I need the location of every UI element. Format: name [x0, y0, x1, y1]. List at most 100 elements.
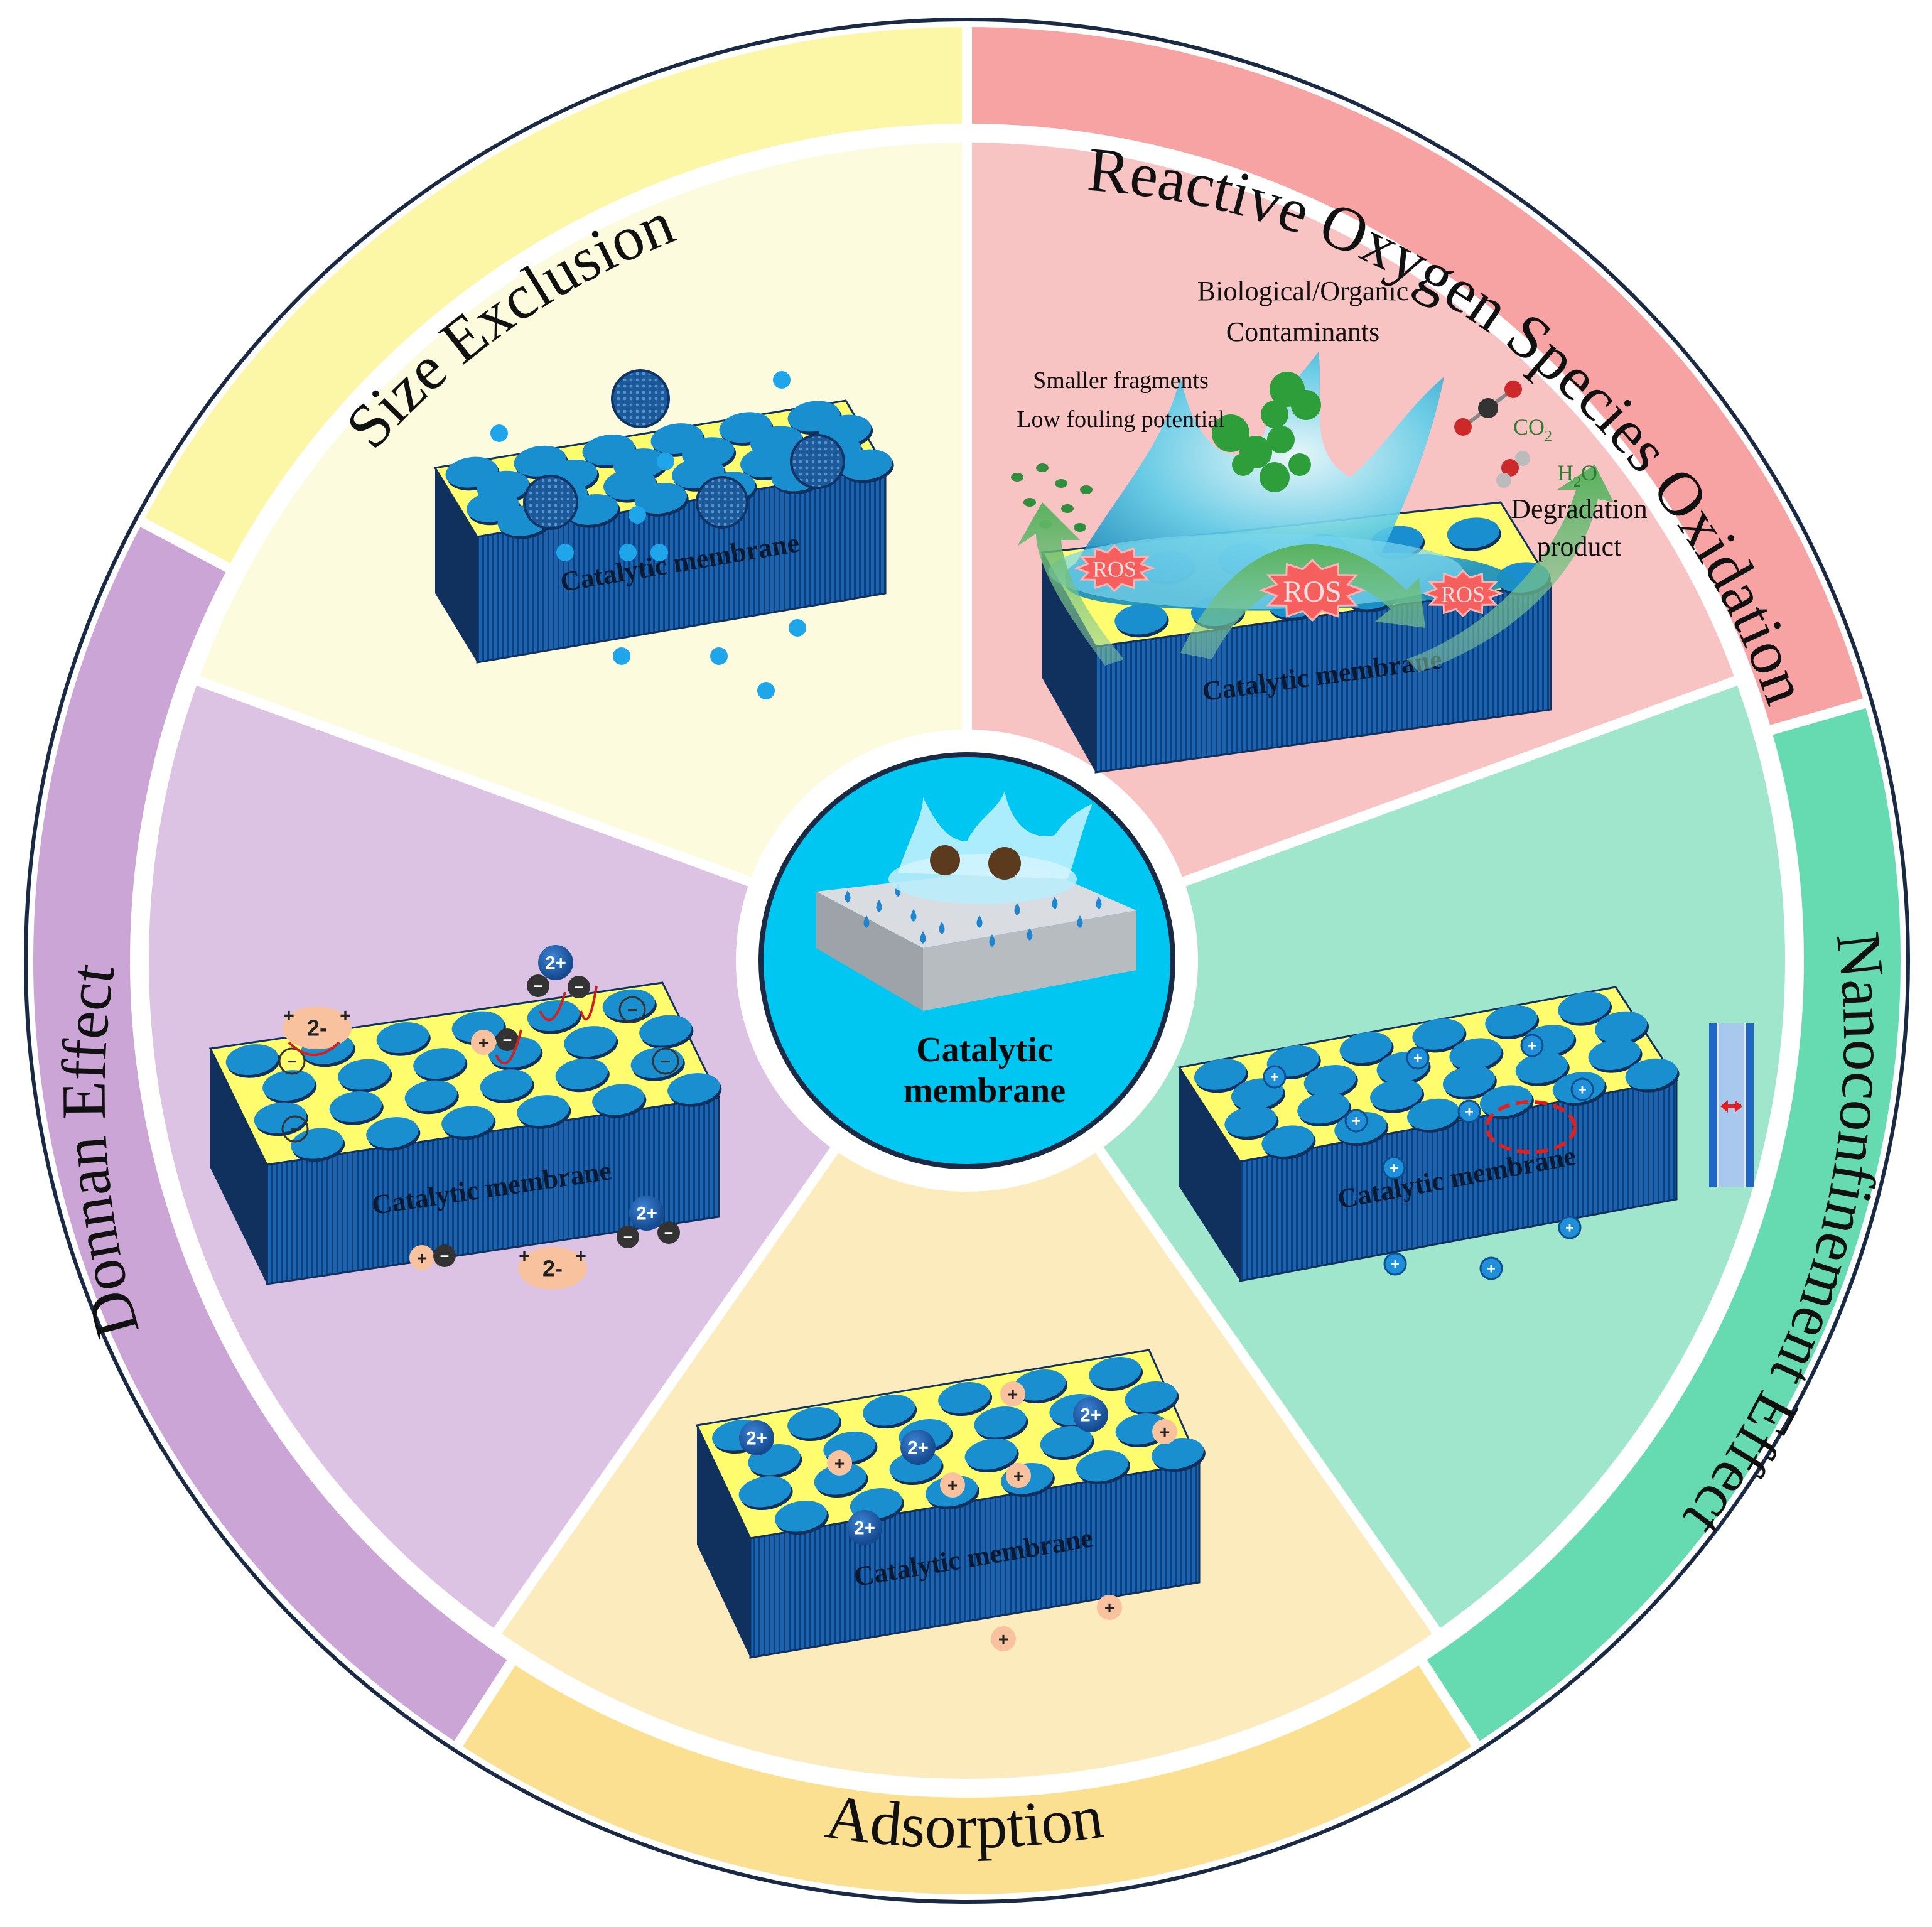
- pore: [262, 1070, 315, 1101]
- ion-label: +: [1013, 1466, 1023, 1486]
- ion-label: 2+: [854, 1518, 875, 1538]
- pore: [480, 1069, 533, 1101]
- water-drop: [1027, 928, 1033, 941]
- divalent-cation: [739, 1420, 774, 1455]
- membrane-adsorption: Catalytic membrane: [695, 1349, 1206, 1659]
- pore: [1588, 1039, 1641, 1071]
- cation-blue: [1406, 1046, 1430, 1070]
- pore: [964, 1439, 1017, 1470]
- nanochannel-icon: [1709, 1023, 1754, 1187]
- anion: [617, 1226, 639, 1248]
- pore: [1449, 1038, 1502, 1069]
- ion-label: +: [1352, 1113, 1361, 1130]
- arrow-right: [1406, 465, 1614, 672]
- cation-blue: [1570, 1077, 1594, 1101]
- ion-label: 2+: [746, 1428, 767, 1449]
- ion-label: 2+: [907, 1437, 929, 1458]
- ion-label: +: [1160, 1422, 1170, 1442]
- svg-text:ROS: ROS: [1283, 575, 1341, 608]
- exchange-arrow: [539, 991, 566, 1022]
- ion-label: +: [834, 1454, 845, 1473]
- cation: [471, 1030, 496, 1055]
- ion-label: +: [1465, 1103, 1474, 1120]
- pore: [630, 1047, 684, 1079]
- pore: [974, 1406, 1027, 1438]
- small-particle: [650, 544, 668, 561]
- ion-label: +: [519, 1246, 530, 1267]
- membrane-nanoconfinement: Catalytic membrane: [1177, 986, 1680, 1282]
- pore: [1339, 1032, 1392, 1064]
- divalent-cation: [629, 1196, 664, 1231]
- fragments-line2: Low fouling potential: [1017, 406, 1224, 433]
- pore: [1442, 1066, 1496, 1097]
- pore: [1625, 1058, 1678, 1090]
- small-particle: [556, 544, 574, 561]
- ion-label: −: [290, 1120, 300, 1139]
- cation-blue: [1558, 1216, 1582, 1239]
- ion-label: +: [1008, 1385, 1018, 1404]
- ion-label: −: [575, 979, 584, 996]
- co2-molecule: [1454, 381, 1522, 436]
- membrane-front-side: [749, 1462, 1201, 1659]
- membrane-left-side: [435, 468, 477, 662]
- cation-blue: [1383, 1252, 1407, 1276]
- ion-label: −: [440, 1248, 450, 1265]
- ion-label: +: [1413, 1050, 1422, 1067]
- pore: [787, 1407, 840, 1439]
- pore: [338, 1059, 391, 1090]
- center-label-line1: Catalytic: [916, 1030, 1053, 1069]
- pore: [1412, 1018, 1465, 1050]
- pore: [254, 1102, 307, 1133]
- pore: [1558, 991, 1611, 1023]
- pore: [814, 1464, 866, 1495]
- pore: [863, 1395, 915, 1426]
- small-particle: [710, 647, 728, 665]
- ion-label: −: [534, 978, 543, 995]
- ion-label: −: [287, 1052, 297, 1071]
- pore: [1089, 1357, 1141, 1388]
- fixed-charge: [281, 1115, 309, 1143]
- pore: [1040, 1426, 1093, 1457]
- small-particle: [657, 453, 674, 470]
- water-drop: [939, 922, 945, 934]
- svg-text:ROS: ROS: [1093, 557, 1136, 582]
- degradation-line1: Degradation: [1511, 494, 1647, 524]
- band-donnan: [23, 513, 521, 1755]
- ros-badge: ROS: [1422, 569, 1504, 618]
- pore: [639, 1015, 692, 1046]
- anion: [657, 1221, 680, 1244]
- divalent-anion-pair: [283, 1007, 352, 1049]
- cation: [1000, 1381, 1025, 1406]
- contaminants-line1: Biological/Organic: [1197, 276, 1408, 306]
- membrane-front-side: [266, 1096, 720, 1285]
- h2o-label: H2O: [1557, 460, 1597, 490]
- pore: [1595, 1011, 1648, 1043]
- pore: [291, 1128, 343, 1159]
- cation-blue: [1344, 1109, 1368, 1133]
- water-drop: [910, 909, 917, 922]
- pore: [1013, 1369, 1066, 1401]
- pore: [1076, 1450, 1129, 1482]
- ion-label: +: [283, 1006, 294, 1027]
- pore: [517, 1095, 569, 1126]
- cation: [409, 1245, 434, 1270]
- h2o-molecule: [1496, 451, 1530, 488]
- pore: [839, 449, 892, 480]
- ion-label: +: [478, 1033, 488, 1052]
- fragment: [1011, 473, 1023, 482]
- center-membrane-front: [816, 892, 923, 1011]
- fragment: [1023, 498, 1036, 507]
- water-drop: [1014, 903, 1020, 915]
- ion-label: −: [623, 1229, 633, 1246]
- pore: [634, 483, 687, 514]
- pore: [1114, 603, 1167, 635]
- small-particle: [490, 424, 508, 442]
- water-drop: [989, 934, 995, 947]
- small-particle: [629, 506, 646, 524]
- ion-label: +: [340, 1006, 351, 1027]
- water-drop: [1052, 897, 1058, 909]
- cation: [991, 1626, 1016, 1651]
- ion-label: −: [503, 1032, 512, 1049]
- large-particle: [696, 476, 748, 529]
